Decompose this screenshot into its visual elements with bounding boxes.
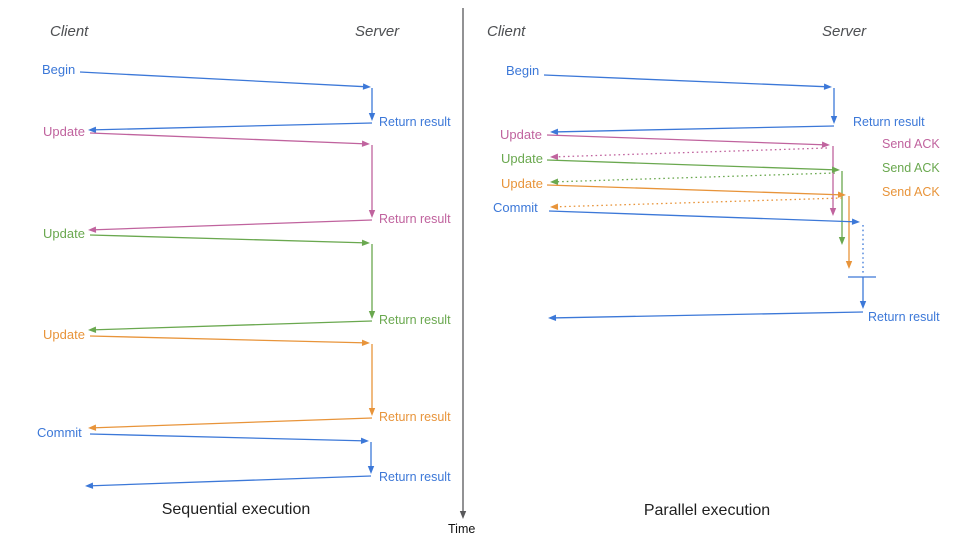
message-line (89, 433, 366, 442)
message-line (543, 74, 829, 88)
annotation-label: Send ACK (882, 161, 940, 175)
annotation-label: Return result (853, 115, 925, 129)
server-column-label-sequential: Server (355, 23, 400, 40)
arrowhead (88, 424, 97, 431)
client-column-label-sequential: Client (50, 23, 89, 40)
annotation-label: Return result (379, 313, 451, 327)
server-column-label-parallel: Server (822, 23, 867, 40)
arrowhead (550, 128, 559, 136)
message-line (79, 71, 368, 88)
arrowhead (548, 314, 557, 322)
message-label: Update (43, 226, 85, 241)
arrowhead (367, 466, 375, 474)
message-label: Update (500, 127, 542, 142)
message-label: Commit (37, 425, 82, 440)
message-label: Commit (493, 200, 538, 215)
message-line (546, 134, 827, 146)
message-line (89, 234, 367, 244)
arrowhead (368, 210, 376, 218)
message-line (553, 197, 843, 208)
annotation-label: Return result (379, 470, 451, 484)
diagram-title-sequential: Sequential execution (161, 501, 311, 518)
arrowhead (838, 237, 846, 245)
arrowhead (823, 83, 832, 90)
arrowhead (362, 83, 371, 90)
arrowhead (459, 511, 467, 519)
arrowhead (361, 239, 370, 246)
arrowhead (85, 482, 94, 489)
message-line (553, 172, 836, 183)
arrowhead (361, 339, 370, 346)
message-line (553, 147, 828, 158)
arrowhead (368, 408, 376, 416)
arrowhead (88, 326, 97, 333)
arrowhead (88, 126, 97, 134)
diagram-title-parallel: Parallel execution (643, 502, 771, 519)
message-line (91, 219, 373, 231)
message-label: Update (501, 176, 543, 191)
arrowhead (829, 208, 837, 216)
arrowhead (368, 113, 376, 121)
arrowhead (550, 178, 559, 185)
message-line (89, 335, 367, 344)
arrowhead (88, 226, 97, 233)
message-label: Update (43, 327, 85, 342)
annotation-label: Return result (379, 212, 451, 226)
arrowhead (845, 261, 853, 269)
annotation-label: Return result (379, 410, 451, 424)
message-label: Begin (42, 62, 76, 77)
time-axis-label: Time (448, 522, 476, 536)
annotation-label: Return result (379, 115, 451, 129)
message-line (551, 311, 864, 319)
arrowhead (821, 141, 830, 148)
message-line (553, 125, 835, 133)
arrowhead (837, 191, 846, 198)
arrowhead (361, 140, 370, 147)
message-line (89, 132, 367, 145)
arrowhead (859, 301, 867, 309)
annotation-label: Send ACK (882, 185, 940, 199)
arrowhead (830, 116, 838, 124)
message-line (546, 184, 843, 196)
annotation-label: Return result (868, 310, 940, 324)
annotation-label: Send ACK (882, 137, 940, 151)
client-column-label-parallel: Client (487, 23, 526, 40)
message-line (546, 159, 837, 171)
message-line (88, 475, 372, 487)
arrowhead (550, 203, 559, 210)
message-line (91, 122, 373, 131)
arrowhead (831, 166, 840, 173)
message-label: Begin (506, 63, 540, 78)
message-line (548, 210, 857, 223)
message-label: Update (501, 151, 543, 166)
message-line (91, 320, 373, 331)
arrowhead (368, 311, 376, 319)
arrowhead (550, 153, 559, 160)
arrowhead (360, 437, 369, 444)
message-line (91, 417, 373, 429)
message-label: Update (43, 124, 85, 139)
arrowhead (851, 218, 860, 225)
